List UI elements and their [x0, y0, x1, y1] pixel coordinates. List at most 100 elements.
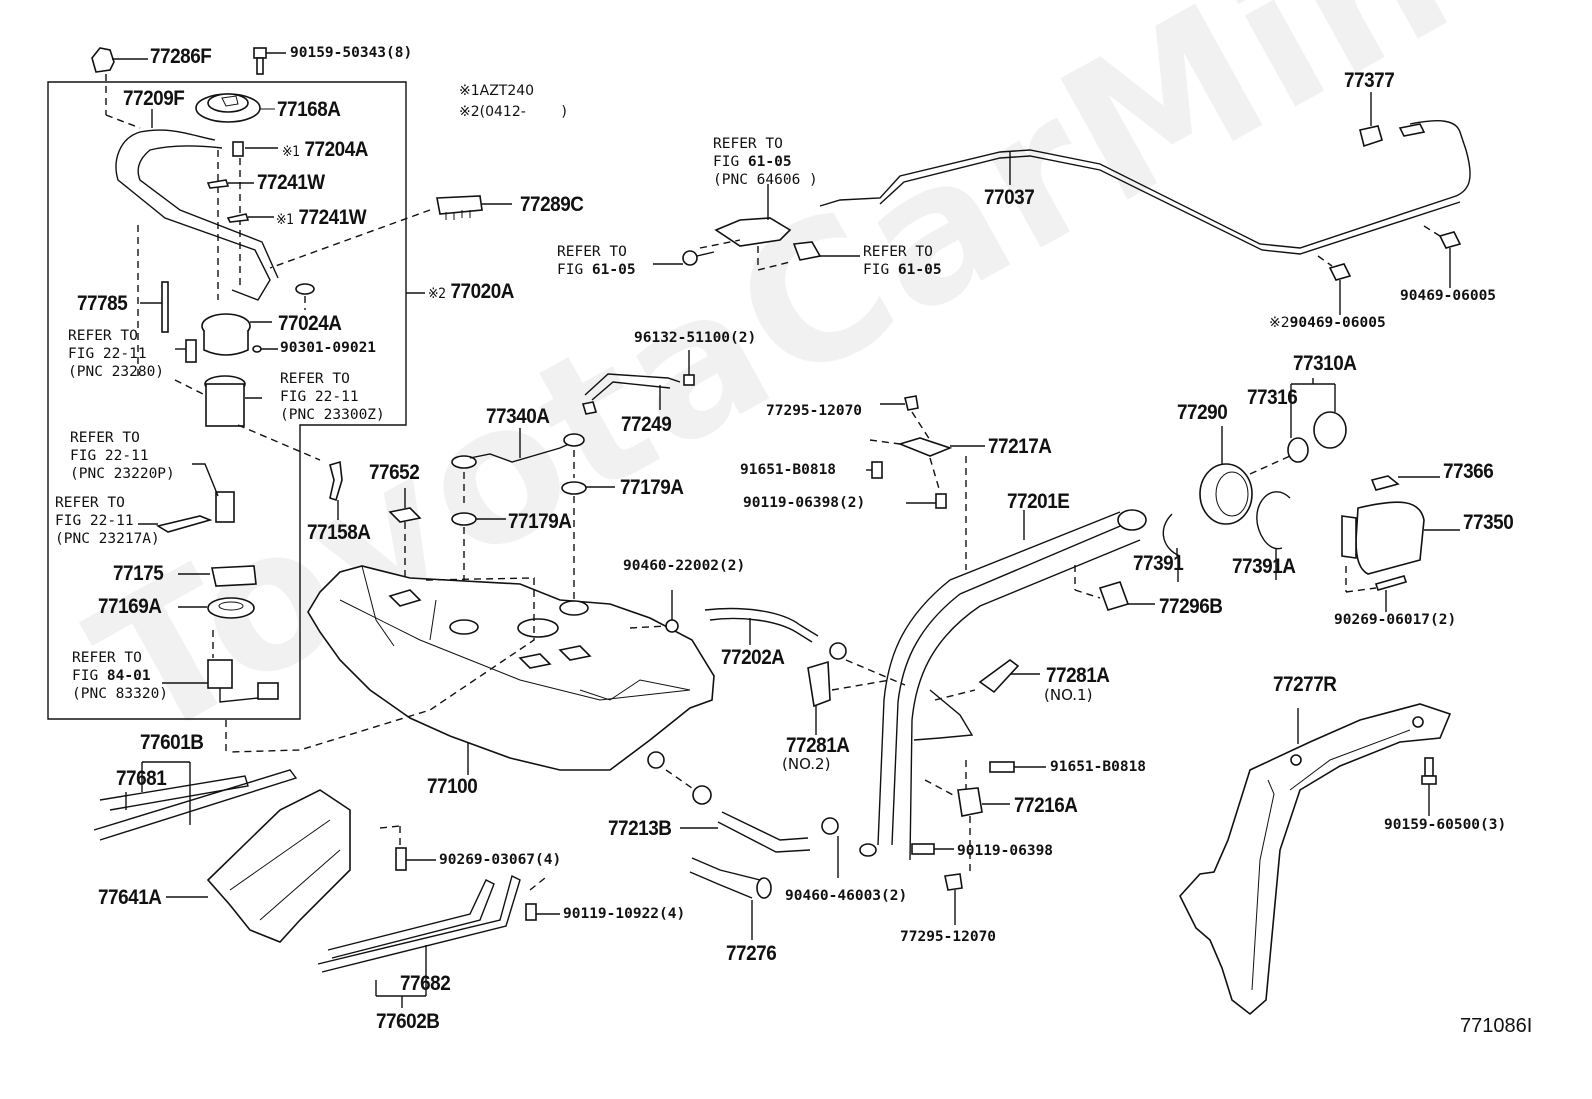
mark-1: ※1 [282, 144, 300, 160]
label-90119-10922[interactable]: 90119-10922(4) [563, 906, 686, 922]
label-77641A[interactable]: 77641A [98, 886, 162, 909]
label-77202A[interactable]: 77202A [721, 646, 785, 669]
label-77241W-1[interactable]: 77241W [257, 171, 325, 194]
label-77249[interactable]: 77249 [621, 413, 672, 436]
label-90469-06005-b[interactable]: ※290469-06005 [1269, 315, 1386, 331]
gauge-77785 [137, 225, 169, 380]
label-90460-22002[interactable]: 90460-22002(2) [623, 558, 746, 574]
label-90119-06398-2[interactable]: 90119-06398(2) [743, 495, 866, 511]
label-77281A-no1-sub: (NO.1) [1044, 686, 1093, 704]
label-90159-50343[interactable]: 90159-50343(8) [290, 45, 413, 61]
label-90301-09021[interactable]: 90301-09021 [280, 340, 377, 356]
label-77652[interactable]: 77652 [369, 461, 420, 484]
label-77310A[interactable]: 77310A [1293, 352, 1357, 375]
hinge-77366 [1370, 475, 1400, 491]
label-77295-12070-b[interactable]: 77295-12070 [900, 929, 997, 945]
filler-pipe-77201E [859, 509, 1147, 861]
ring-77391A [1256, 491, 1291, 550]
label-90460-46003[interactable]: 90460-46003(2) [785, 888, 908, 904]
bracket-77281A-no2 [807, 660, 831, 708]
label-77213B[interactable]: 77213B [608, 817, 672, 840]
label-90269-06017[interactable]: 90269-06017(2) [1334, 612, 1457, 628]
label-77289C[interactable]: 77289C [520, 193, 584, 216]
grommet-77377 [1359, 125, 1383, 148]
label-77391A[interactable]: 77391A [1232, 555, 1296, 578]
filter-23217A [155, 515, 213, 533]
mark-2: ※2 [428, 286, 446, 302]
label-77175[interactable]: 77175 [113, 562, 164, 585]
label-77216A[interactable]: 77216A [1014, 794, 1078, 817]
label-77391[interactable]: 77391 [1133, 552, 1184, 575]
label-77037[interactable]: 77037 [984, 186, 1035, 209]
filler-neck-77290 [1199, 426, 1253, 525]
label-77020A[interactable]: ※2 77020A [428, 280, 514, 303]
label-77179A-2[interactable]: 77179A [620, 476, 684, 499]
label-77281A-no1[interactable]: 77281A [1046, 664, 1110, 687]
tube-77340A [451, 428, 585, 505]
label-77217A[interactable]: 77217A [988, 435, 1052, 458]
label-77296B[interactable]: 77296B [1159, 595, 1223, 618]
label-77100[interactable]: 77100 [427, 775, 478, 798]
label-77295-12070-a[interactable]: 77295-12070 [766, 403, 863, 419]
oring-90301-09021 [252, 345, 262, 353]
label-77377[interactable]: 77377 [1344, 69, 1395, 92]
label-77169A[interactable]: 77169A [98, 595, 162, 618]
support-77641A [206, 789, 351, 943]
retainer-77175 [211, 565, 257, 587]
label-77281A-no2[interactable]: 77281A [786, 734, 850, 757]
gasket-77316 [1287, 437, 1309, 463]
label-90269-03067[interactable]: 90269-03067(4) [439, 852, 562, 868]
label-77158A[interactable]: 77158A [307, 521, 371, 544]
bolt-91651-B0818-b [989, 761, 1015, 773]
clamp-77213B [692, 785, 712, 805]
label-91651-B0818-a[interactable]: 91651-B0818 [740, 462, 837, 478]
label-77168A[interactable]: 77168A [277, 98, 341, 121]
label-90159-60500[interactable]: 90159-60500(3) [1384, 817, 1507, 833]
filter-77024A [201, 283, 315, 356]
label-96132-51100[interactable]: 96132-51100(2) [634, 330, 757, 346]
clip-77241W-2 [226, 213, 250, 223]
label-77276[interactable]: 77276 [726, 942, 777, 965]
label-77290[interactable]: 77290 [1177, 401, 1228, 424]
label-77024A[interactable]: 77024A [278, 312, 342, 335]
label-77601B[interactable]: 77601B [140, 731, 204, 754]
label-90469-06005-a[interactable]: 90469-06005 [1400, 288, 1497, 304]
label-77286F[interactable]: 77286F [150, 45, 212, 68]
label-90119-06398[interactable]: 90119-06398 [957, 843, 1054, 859]
label-77340A[interactable]: 77340A [486, 405, 550, 428]
label-77785[interactable]: 77785 [77, 292, 128, 315]
bracket-77281A-no1 [978, 659, 1020, 694]
label-77241W-2[interactable]: ※1 77241W [276, 206, 367, 229]
label-91651-B0818-b[interactable]: 91651-B0818 [1050, 759, 1147, 775]
label-77316[interactable]: 77316 [1247, 386, 1298, 409]
cable-77037 [819, 120, 1471, 249]
label-77682[interactable]: 77682 [400, 972, 451, 995]
connector-77289C [269, 195, 512, 269]
bolt-90119-06398-2 [935, 493, 947, 509]
label-77204A[interactable]: ※1 77204A [282, 138, 368, 161]
hose-77213B [721, 811, 809, 841]
label-77366[interactable]: 77366 [1443, 460, 1494, 483]
label-77602B[interactable]: 77602B [376, 1010, 440, 1033]
label-77201E[interactable]: 77201E [1007, 490, 1070, 513]
pump-23300Z [174, 375, 262, 427]
bolt-90119-10922 [525, 877, 560, 921]
label-77681[interactable]: 77681 [116, 767, 167, 790]
sensor-23280 [185, 339, 197, 363]
label-77209F[interactable]: 77209F [123, 87, 185, 110]
label-77277R[interactable]: 77277R [1273, 673, 1337, 696]
mark-2: ※2 [1269, 315, 1290, 331]
band-77681 [93, 769, 298, 841]
label-77350[interactable]: 77350 [1463, 511, 1514, 534]
tube-77209F [115, 129, 271, 301]
label-77179A-1[interactable]: 77179A [508, 510, 572, 533]
